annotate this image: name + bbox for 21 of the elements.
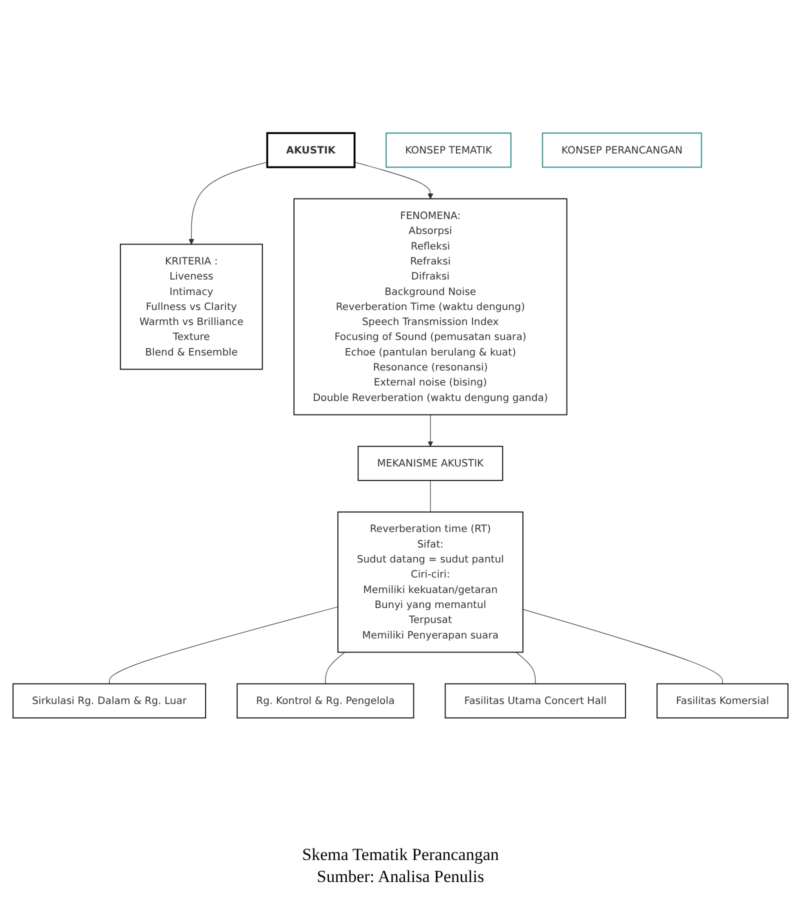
node-box: Rg. Kontrol & Rg. Pengelola <box>236 683 414 718</box>
node-box: Sirkulasi Rg. Dalam & Rg. Luar <box>12 683 206 718</box>
connector <box>516 652 536 684</box>
node-box: KONSEP TEMATIK <box>386 132 512 168</box>
connector <box>109 606 338 684</box>
node-box: AKUSTIK <box>266 132 356 168</box>
node-box: MEKANISME AKUSTIK <box>358 446 504 481</box>
arrow <box>354 162 434 200</box>
connector <box>325 652 346 684</box>
node-box: KONSEP PERANCANGAN <box>542 132 702 168</box>
node-box: Fasilitas Utama Concert Hall <box>444 683 626 718</box>
node-box: Fasilitas Komersial <box>656 683 788 718</box>
caption: Skema Tematik Perancangan <box>302 845 499 865</box>
source-note: Sumber: Analisa Penulis <box>316 867 486 887</box>
arrow <box>428 414 434 447</box>
connector <box>430 480 431 512</box>
node-box: Reverberation time (RT) Sifat: Sudut datang = sudut pantul Ciri-ciri: Memiliki kekuatan/getaran Bunyi yang memantul Terpusat Memiliki Penyerapan suara <box>337 512 524 653</box>
node-box: FENOMENA: Absorpsi Refleksi Refraksi Difraksi Background Noise Reverberation Time (waktu dengung) Speech Transmission Index Focusing of Sound (pemusatan suara) Echoe (pantulan berulang & kuat) Resonance (resonansi) External noise (bising) Double Reverberation (waktu dengung ganda) <box>293 198 568 416</box>
node-box: KRITERIA : Liveness Intimacy Fullness vs Clarity Warmth vs Brilliance Texture Blend & Ensemble <box>120 244 263 370</box>
connector <box>522 609 723 684</box>
arrow <box>188 162 268 244</box>
